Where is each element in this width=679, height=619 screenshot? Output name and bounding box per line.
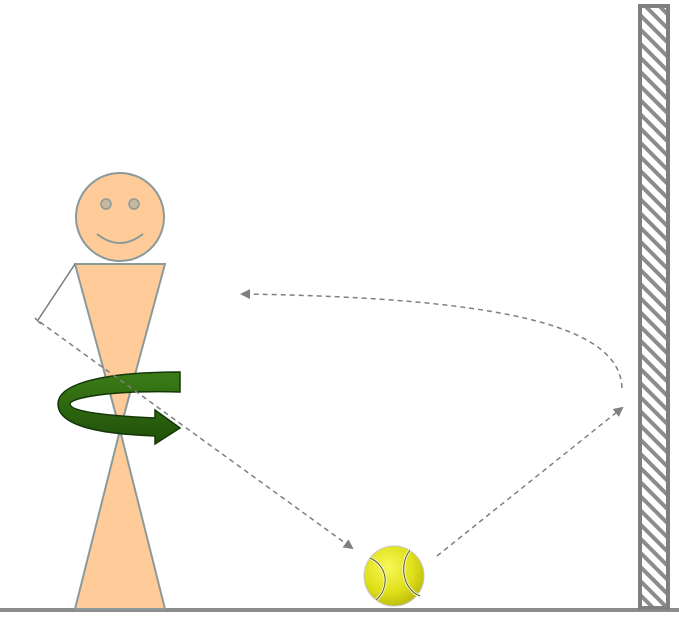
right-eye [129, 199, 139, 209]
trajectory-to-ground [40, 322, 352, 548]
wall [640, 6, 668, 608]
left-eye [101, 199, 111, 209]
person-legs [75, 430, 165, 609]
trajectory-to-wall [437, 408, 622, 556]
arm [38, 264, 75, 320]
tennis-ball-icon [364, 546, 424, 606]
person-torso [75, 264, 165, 430]
trajectory-return [242, 294, 622, 388]
person-head [76, 173, 164, 261]
